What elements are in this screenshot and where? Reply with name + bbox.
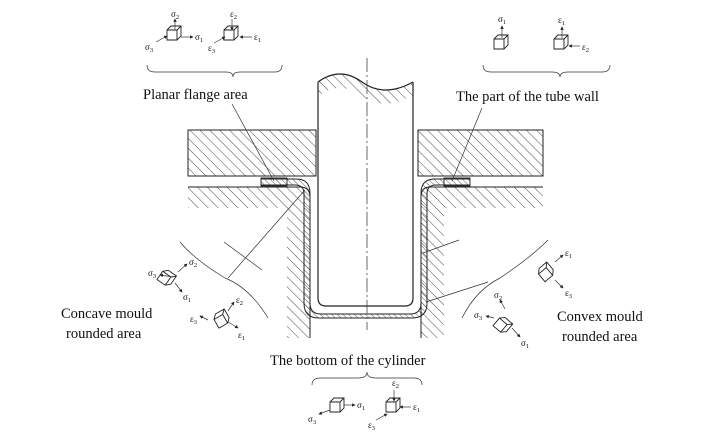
svg-text:ε1: ε1 (238, 330, 245, 342)
svg-text:σ3: σ3 (474, 310, 482, 322)
drawn-cup (260, 177, 471, 319)
svg-text:σ2: σ2 (494, 290, 502, 302)
svg-text:σ3: σ3 (308, 414, 316, 426)
label-cylinder-bottom: The bottom of the cylinder (270, 353, 426, 369)
svg-text:σ1: σ1 (183, 292, 191, 304)
leader-lines (223, 103, 489, 303)
svg-text:σ1: σ1 (521, 338, 529, 350)
flange-strain-element: ε2 ε1 ε3 (208, 9, 261, 55)
label-concave-line2: rounded area (66, 326, 142, 342)
bottom-stress-element: σ1 σ3 (308, 397, 365, 426)
svg-text:ε2: ε2 (582, 42, 589, 54)
svg-text:ε1: ε1 (254, 32, 261, 44)
svg-text:σ3: σ3 (148, 268, 156, 280)
label-tube-wall: The part of the tube wall (456, 89, 599, 105)
svg-text:ε2: ε2 (236, 295, 243, 307)
label-planar-flange-area: Planar flange area (143, 87, 248, 103)
concave-strain-element: ε2 ε3 ε1 (190, 295, 245, 342)
svg-text:ε3: ε3 (190, 314, 197, 326)
svg-text:ε1: ε1 (565, 248, 572, 260)
svg-text:ε2: ε2 (230, 9, 237, 21)
svg-text:ε1: ε1 (558, 15, 565, 27)
label-concave-line1: Concave mould (61, 306, 153, 322)
tube-wall-stress-element: σ1 (493, 14, 509, 50)
svg-text:σ2: σ2 (171, 9, 179, 21)
convex-stress-element: ε1 ε3 (535, 248, 572, 300)
bottom-strain-element: ε2 ε1 ε3 (368, 378, 420, 432)
svg-text:ε2: ε2 (392, 378, 399, 390)
svg-text:σ1: σ1 (195, 32, 203, 44)
concave-stress-element: σ2 σ3 σ1 (148, 257, 197, 304)
svg-text:σ1: σ1 (498, 14, 506, 26)
convex-strain-element: σ2 σ3 σ1 (474, 290, 529, 350)
svg-text:σ2: σ2 (189, 257, 197, 269)
flange-stress-element: σ2 σ1 σ3 (145, 9, 203, 54)
label-convex-line1: Convex mould (557, 309, 644, 325)
punch (317, 73, 414, 307)
svg-text:ε3: ε3 (208, 43, 215, 55)
svg-text:ε1: ε1 (413, 402, 420, 414)
svg-text:ε3: ε3 (565, 288, 572, 300)
tube-wall-strain-element: ε1 ε2 (553, 15, 589, 54)
svg-text:σ3: σ3 (145, 42, 153, 54)
group-brackets (146, 64, 611, 386)
svg-text:σ1: σ1 (357, 400, 365, 412)
blank-holder (187, 129, 544, 177)
label-convex-line2: rounded area (562, 329, 638, 345)
svg-text:ε3: ε3 (368, 420, 375, 432)
